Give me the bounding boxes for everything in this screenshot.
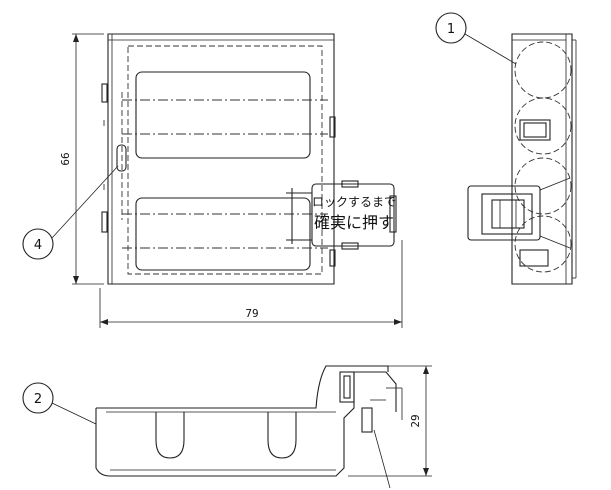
dimension-height-front: 66 bbox=[59, 33, 104, 285]
leader-bottom bbox=[373, 429, 391, 489]
callout-2-number: 2 bbox=[34, 392, 42, 407]
dimension-width-front: 79 bbox=[99, 240, 403, 328]
front-view: ロックするまで 確実に押す bbox=[101, 33, 397, 285]
bottom-view bbox=[95, 365, 403, 477]
callout-1: 1 bbox=[435, 12, 517, 65]
dimension-height-side: 29 bbox=[348, 365, 432, 477]
callout-4-number: 4 bbox=[34, 238, 42, 253]
height-side-value: 29 bbox=[409, 414, 422, 427]
callout-1-number: 1 bbox=[447, 22, 455, 37]
callout-4: 4 bbox=[22, 165, 119, 260]
lock-label-line2: 確実に押す bbox=[314, 213, 394, 232]
callout-2: 2 bbox=[22, 382, 97, 425]
lock-clip: ロックするまで 確実に押す bbox=[286, 180, 397, 250]
width-front-value: 79 bbox=[245, 307, 258, 320]
lock-label-line1: ロックするまで bbox=[312, 195, 396, 209]
height-front-value: 66 bbox=[59, 152, 72, 165]
side-view bbox=[467, 33, 577, 285]
